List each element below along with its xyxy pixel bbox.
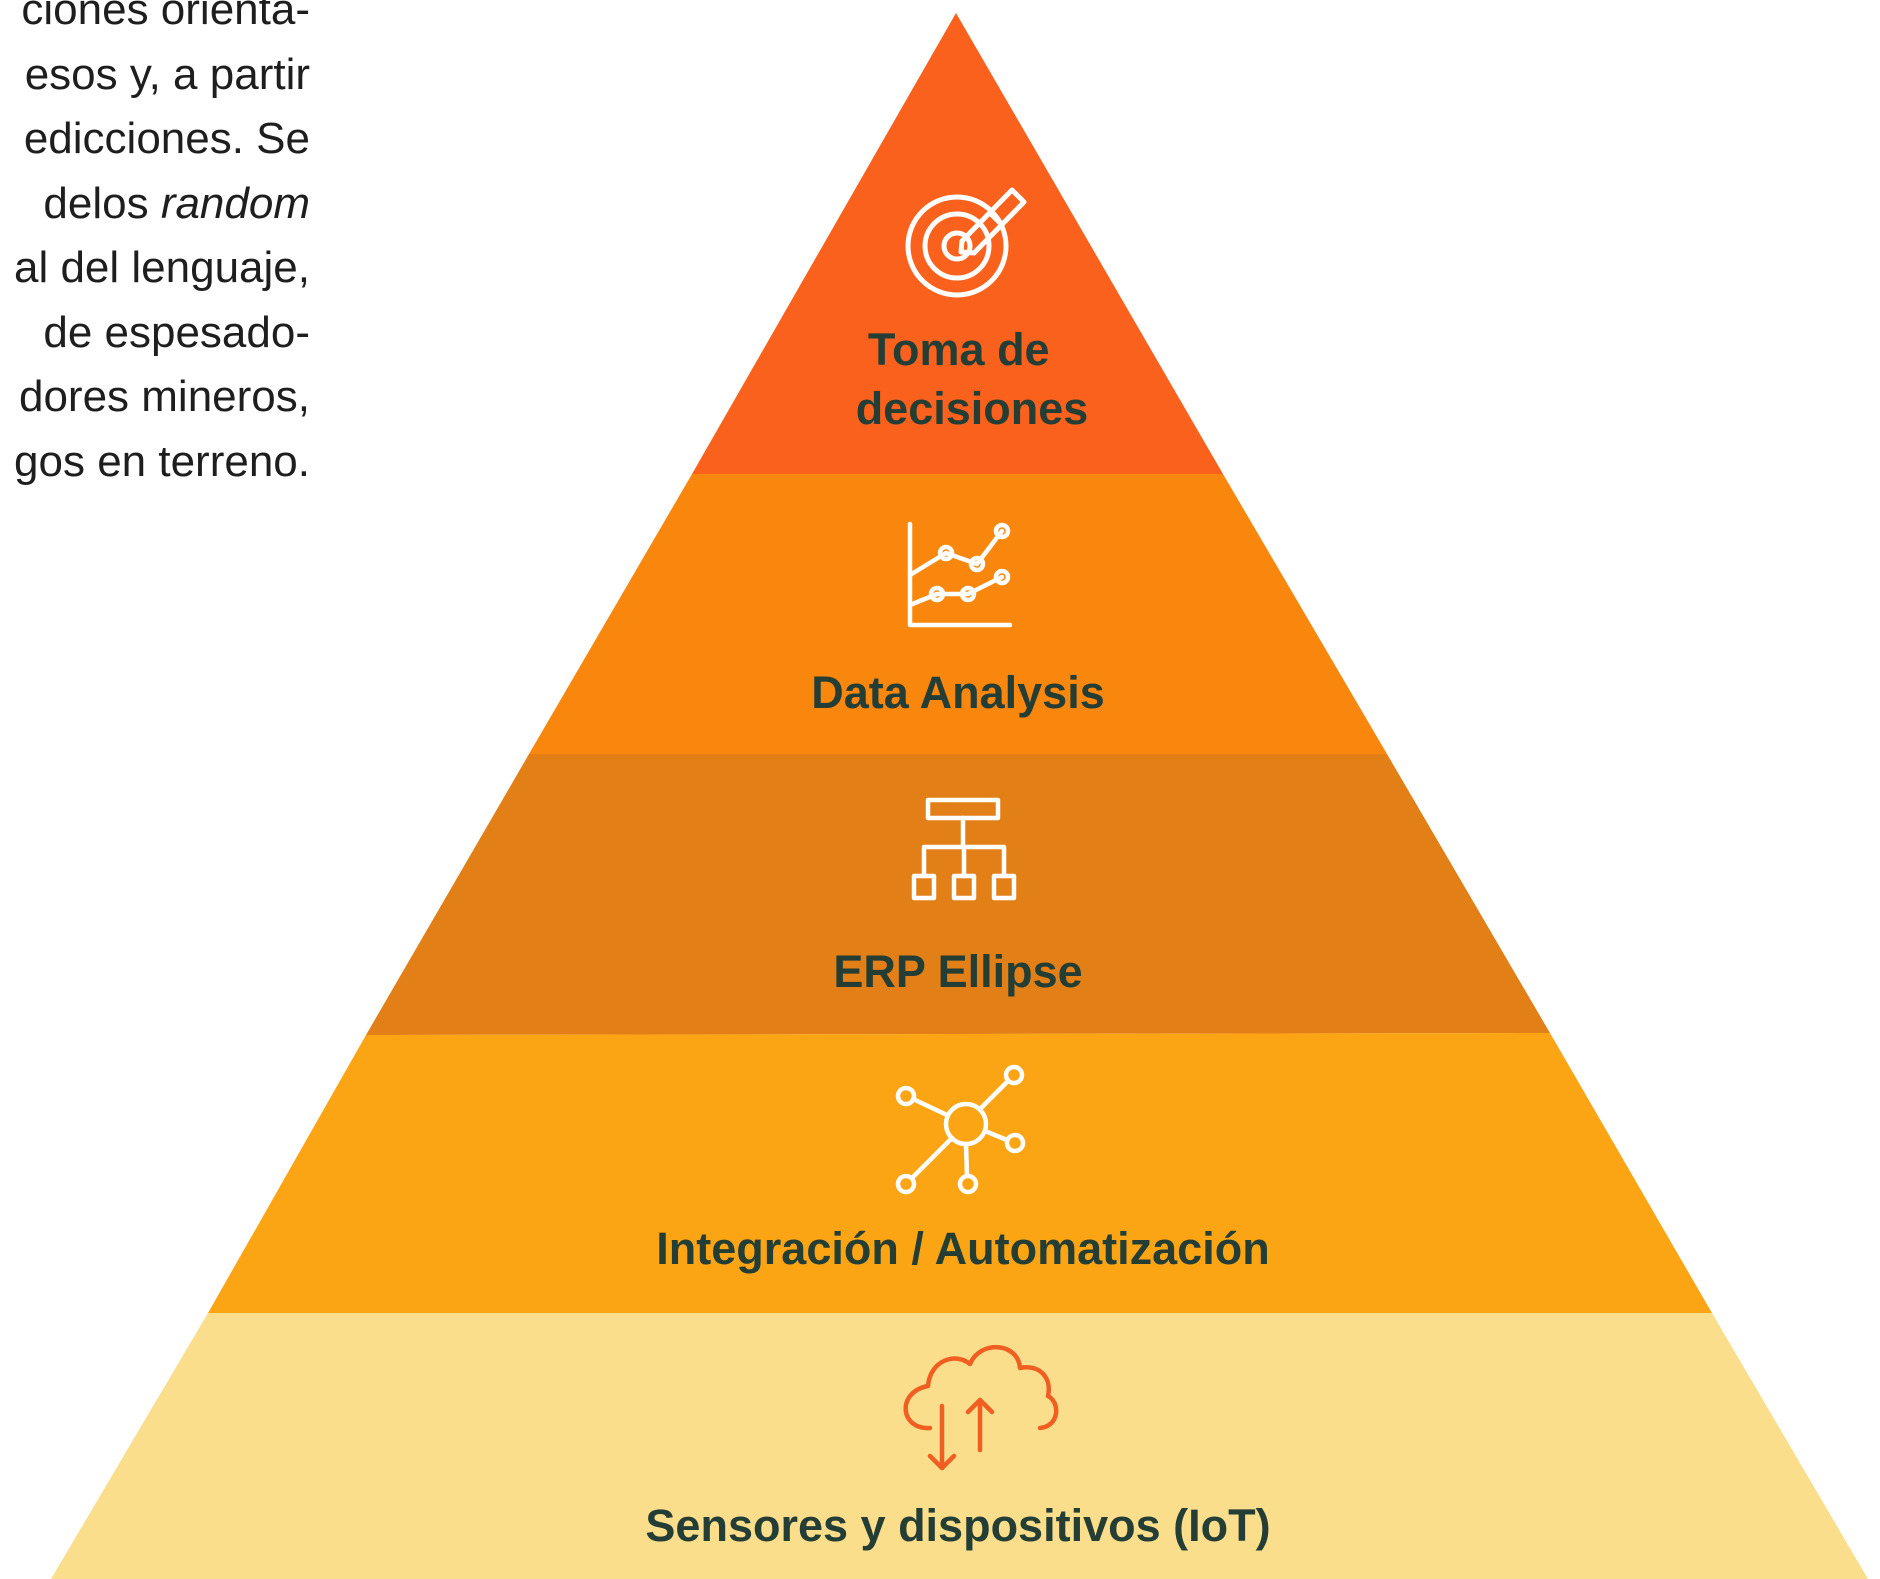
pyramid-level-band: [366, 754, 1550, 1035]
body-text-line: gos en terreno.: [14, 436, 310, 486]
line-chart-icon: [907, 521, 1013, 628]
body-text-italic: random: [160, 178, 310, 228]
target-arrow-icon: [905, 187, 1027, 298]
pyramid-level-label: Sensores y dispositivos (IoT): [645, 1500, 1270, 1551]
pyramid-level-band: [692, 13, 1223, 474]
body-text-line: de espesado-: [43, 307, 310, 357]
body-text-line: al del lenguaje,: [13, 243, 310, 292]
body-text-line: edicciones. Se: [23, 114, 310, 163]
pyramid-level-band: [529, 474, 1387, 754]
pyramid-level-data-analysis: Data Analysis: [529, 474, 1387, 754]
body-text-line: ciones orienta-: [21, 0, 310, 34]
label-line: ERP Ellipse: [833, 946, 1082, 997]
pyramid-level-band: [51, 1313, 1868, 1579]
label-line: Sensores y dispositivos (IoT): [645, 1500, 1270, 1551]
body-text-line: esos y, a partir: [24, 49, 310, 99]
body-text-line: delos random: [0, 172, 310, 237]
pyramid-level-label: ERP Ellipse: [833, 946, 1082, 997]
pyramid-level-integration: Integración / Automatización: [208, 1033, 1712, 1313]
label-line: decisiones: [856, 383, 1089, 434]
pyramid-level-band: [208, 1033, 1712, 1313]
cloud-sync-icon: [903, 1345, 1059, 1471]
label-line: Data Analysis: [811, 667, 1104, 718]
pyramid-level-label: Integración / Automatización: [656, 1223, 1269, 1274]
pyramid-level-label: Toma de decisiones: [856, 324, 1089, 434]
org-chart-icon: [911, 797, 1017, 901]
label-line: Integración / Automatización: [656, 1223, 1269, 1274]
body-text-line: dores mineros,: [18, 372, 310, 421]
pyramid-level-iot: Sensores y dispositivos (IoT): [51, 1313, 1868, 1579]
network-hub-icon: [895, 1064, 1026, 1195]
pyramid-level-label: Data Analysis: [811, 667, 1104, 718]
body-text-excerpt: ciones orienta- esos y, a partir ediccio…: [0, 0, 310, 494]
label-line: Toma de: [868, 324, 1050, 375]
body-text-fragment: delos: [43, 178, 161, 228]
pyramid-level-erp: ERP Ellipse: [366, 754, 1550, 1035]
pyramid-level-decision-making: Toma de decisiones: [692, 13, 1223, 474]
